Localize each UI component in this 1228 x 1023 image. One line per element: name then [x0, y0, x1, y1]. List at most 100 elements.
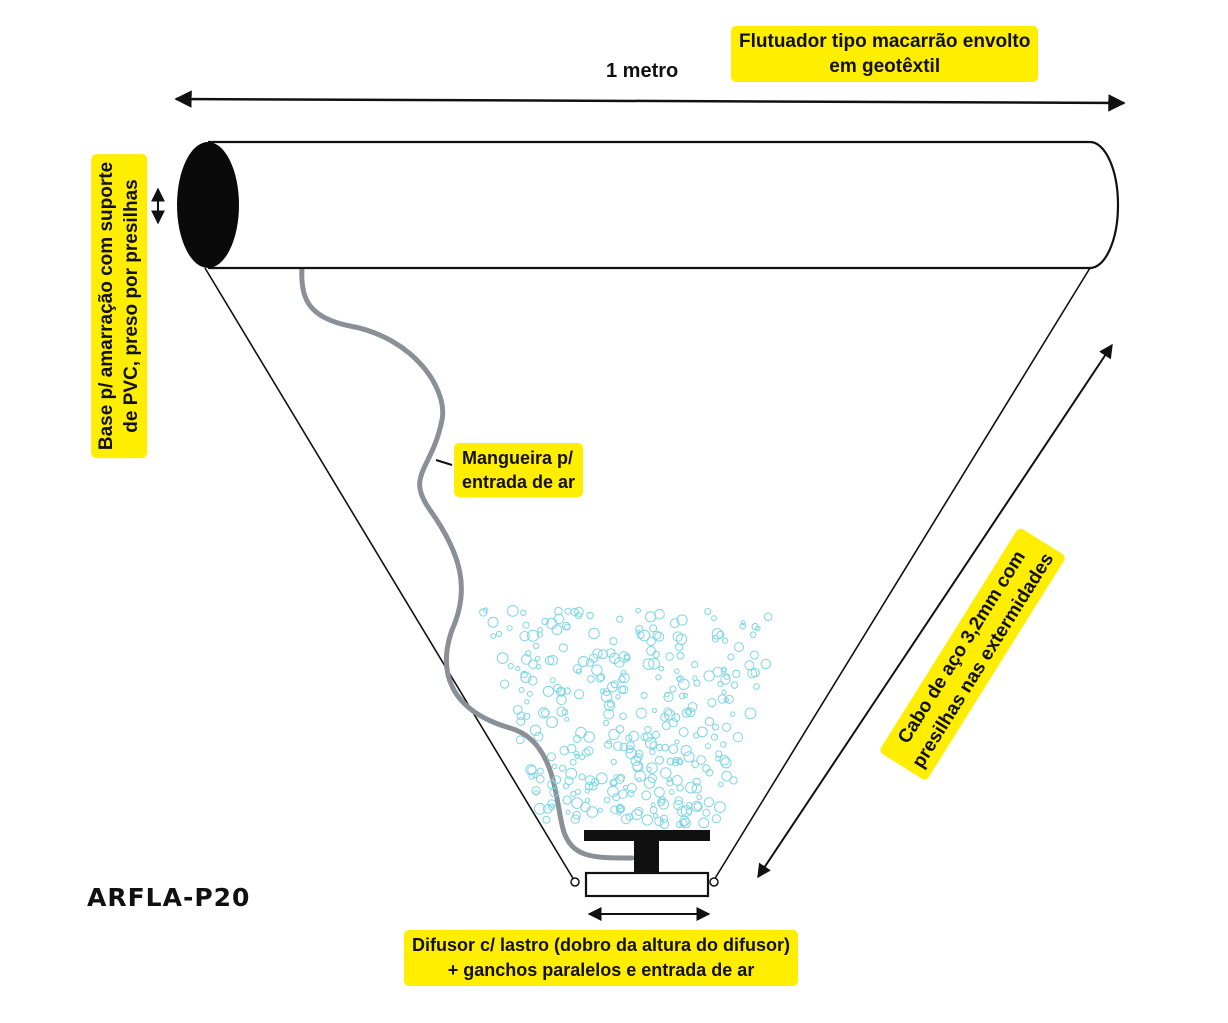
bubble: [645, 737, 657, 749]
bubble: [490, 633, 497, 639]
bubble: [654, 816, 664, 827]
bubble: [660, 712, 670, 722]
bubble: [674, 668, 680, 675]
bubble: [720, 674, 731, 685]
bubble: [532, 642, 540, 649]
bubble: [597, 807, 604, 813]
bubble: [674, 739, 680, 745]
bubble: [648, 657, 660, 670]
bubble: [623, 784, 629, 790]
bubble: [577, 656, 589, 667]
bubble: [533, 802, 546, 815]
bubble: [660, 767, 672, 779]
bubble: [607, 681, 618, 693]
bubble: [544, 655, 555, 666]
bubble: [661, 743, 670, 752]
bubble: [625, 813, 634, 821]
bubble: [665, 652, 674, 661]
bubble: [610, 779, 617, 786]
bubble: [506, 625, 513, 632]
bubble: [559, 764, 567, 772]
diffuser-label-line-2: + ganchos paralelos e entrada de ar: [447, 960, 755, 980]
bubble: [564, 607, 572, 615]
bubble: [515, 665, 521, 672]
bubble: [680, 745, 692, 757]
bubble: [646, 762, 658, 774]
bubble: [495, 630, 503, 638]
bubble: [722, 637, 729, 644]
bubble: [635, 707, 647, 719]
bubble: [658, 665, 665, 672]
bubble: [619, 685, 629, 695]
bubble: [525, 764, 537, 776]
bubble: [671, 775, 683, 786]
bubble: [721, 689, 727, 695]
bubble: [681, 708, 692, 718]
bubble: [692, 777, 701, 787]
bubble: [617, 685, 627, 695]
hose-label: Mangueira p/ entrada de ar: [454, 443, 584, 497]
bubble: [562, 783, 570, 790]
bubble: [606, 739, 612, 745]
bubble: [587, 675, 595, 683]
bubble: [683, 751, 695, 763]
bubble: [523, 712, 531, 720]
bubble: [610, 758, 617, 766]
bubble: [669, 618, 680, 628]
bubble: [673, 799, 684, 811]
diffuser-plate: [584, 830, 710, 841]
bubble: [636, 631, 645, 639]
bubble: [718, 781, 724, 788]
bubble: [668, 744, 679, 754]
bubble: [650, 802, 656, 808]
bubble: [644, 611, 657, 623]
bubble: [613, 741, 623, 751]
hose-label-line-2: entrada de ar: [462, 472, 576, 492]
bubble: [551, 624, 563, 636]
bubble: [542, 685, 555, 697]
bubble: [606, 648, 616, 658]
bubble: [516, 717, 526, 726]
bubble: [575, 668, 583, 675]
float-tube: [177, 140, 1120, 270]
bubble: [669, 685, 677, 693]
bubble: [617, 773, 626, 782]
bubble: [619, 672, 630, 684]
bubble: [654, 608, 665, 620]
bubble: [675, 757, 683, 765]
bubble: [687, 702, 698, 712]
bubble: [554, 606, 563, 616]
bubble: [707, 698, 717, 708]
bubble: [642, 658, 655, 670]
bubble: [580, 801, 591, 813]
bubble: [626, 783, 637, 793]
bubble: [663, 707, 673, 717]
bubble: [549, 677, 556, 684]
bubble: [564, 716, 570, 722]
bubble: [659, 819, 670, 829]
bubble: [659, 814, 669, 823]
bubble: [569, 758, 577, 766]
bubble: [583, 731, 595, 743]
bubble: [696, 794, 703, 801]
bubble: [556, 706, 567, 717]
float-label-line-1: Flutuador tipo macarrão envolto: [739, 31, 1031, 52]
bubble: [536, 774, 545, 784]
bubble: [654, 631, 665, 642]
bubble: [521, 654, 532, 665]
bubble: [749, 650, 759, 660]
bubble: [641, 814, 653, 826]
bubble: [666, 776, 673, 783]
bubble: [575, 726, 587, 739]
bubble: [546, 716, 558, 728]
bubble: [621, 814, 632, 825]
bubble: [507, 663, 514, 670]
bubble: [584, 797, 591, 804]
bubble: [536, 767, 544, 775]
bubble: [652, 630, 662, 640]
bubble: [506, 605, 519, 617]
bubble: [574, 689, 585, 700]
bubble: [562, 621, 571, 631]
diffuser-stem: [634, 841, 659, 873]
bubble: [572, 810, 581, 820]
